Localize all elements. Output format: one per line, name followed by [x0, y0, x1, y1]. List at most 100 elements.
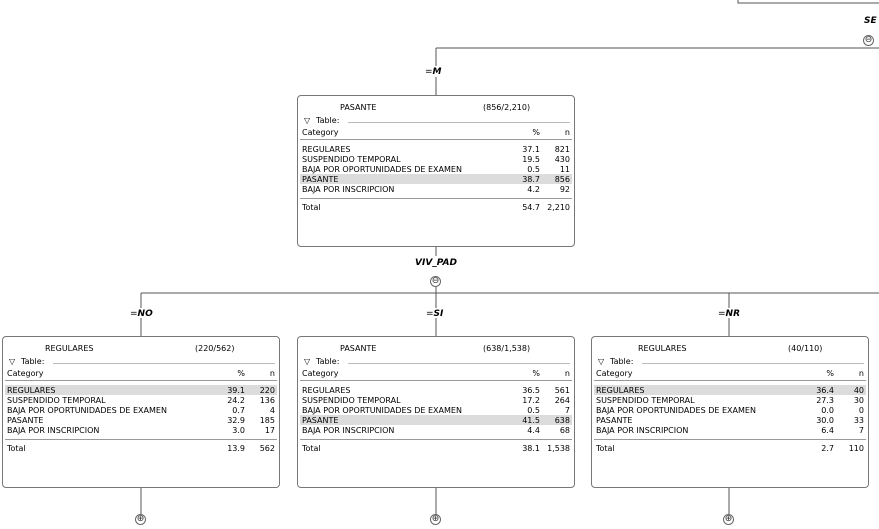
row-n: 92 [559, 185, 570, 194]
col-n: n [858, 369, 864, 378]
row-category: PASANTE [302, 416, 339, 425]
total-label: Total [596, 444, 615, 453]
collapse-split-icon[interactable]: ⊖ [430, 276, 441, 287]
branch-label-m: =M [425, 67, 442, 77]
row-pct: 36.4 [816, 386, 834, 395]
split-variable-label: VIV_PAD [415, 258, 457, 268]
root-frame-edge [737, 0, 879, 4]
collapse-triangle-icon[interactable]: ▽ [9, 357, 16, 366]
table-section-header[interactable]: ▽ Table: [302, 116, 572, 127]
divider [5, 435, 277, 440]
divider [300, 435, 572, 440]
expand-node-nr-icon[interactable]: ⊕ [723, 514, 734, 525]
table-row: SUSPENDIDO TEMPORAL 17.2 264 [300, 395, 572, 405]
row-pct: 39.1 [227, 386, 245, 395]
table-row: BAJA POR INSCRIPCION 6.4 7 [594, 425, 866, 435]
expand-node-no-icon[interactable]: ⊕ [135, 514, 146, 525]
row-pct: 4.4 [527, 426, 540, 435]
branch-label-si: =SI [426, 309, 443, 319]
collapse-triangle-icon[interactable]: ▽ [598, 357, 605, 366]
table-row-highlighted: REGULARES 36.4 40 [594, 385, 866, 395]
total-pct: 38.1 [522, 444, 540, 453]
table-label: Table: [610, 357, 634, 366]
branch-eq: = [425, 67, 433, 77]
node-header: REGULARES (220/562) [3, 337, 279, 357]
collapse-triangle-icon[interactable]: ▽ [304, 116, 311, 125]
row-category: BAJA POR OPORTUNIDADES DE EXAMEN [7, 406, 167, 415]
branch-eq: = [130, 309, 138, 319]
table-section-header[interactable]: ▽ Table: [596, 357, 866, 368]
divider [642, 363, 864, 364]
tree-node-si[interactable]: PASANTE (638/1,538) ▽ Table: Category % … [297, 336, 575, 488]
col-n: n [564, 128, 570, 137]
expand-node-si-icon[interactable]: ⊕ [430, 514, 441, 525]
col-pct: % [532, 369, 540, 378]
row-n: 136 [259, 396, 275, 405]
col-pct: % [826, 369, 834, 378]
table-row: REGULARES 36.5 561 [300, 385, 572, 395]
row-category: REGULARES [302, 386, 351, 395]
table-row-highlighted: PASANTE 41.5 638 [300, 415, 572, 425]
total-n: 1,538 [547, 444, 570, 453]
total-n: 110 [848, 444, 864, 453]
tree-node-nr[interactable]: REGULARES (40/110) ▽ Table: Category % n… [591, 336, 869, 488]
table-row: BAJA POR OPORTUNIDADES DE EXAMEN 0.5 7 [300, 405, 572, 415]
divider [348, 363, 570, 364]
table-total-row: Total 2.7 110 [594, 443, 866, 455]
node-class: REGULARES [45, 344, 94, 353]
table-label: Table: [316, 357, 340, 366]
col-pct: % [532, 128, 540, 137]
col-n: n [269, 369, 275, 378]
collapse-root-icon[interactable]: ⊖ [863, 35, 874, 46]
row-n: 561 [554, 386, 570, 395]
row-category: BAJA POR OPORTUNIDADES DE EXAMEN [302, 406, 462, 415]
col-category: Category [596, 369, 633, 378]
row-category: PASANTE [7, 416, 44, 425]
row-n: 185 [259, 416, 275, 425]
table-header-row: Category % n [594, 368, 866, 381]
table-section-header[interactable]: ▽ Table: [7, 357, 277, 368]
row-category: REGULARES [7, 386, 56, 395]
row-pct: 36.5 [522, 386, 540, 395]
total-pct: 54.7 [522, 203, 540, 212]
row-n: 7 [564, 406, 570, 415]
table-row-highlighted: REGULARES 39.1 220 [5, 385, 277, 395]
row-category: PASANTE [596, 416, 633, 425]
branch-eq: = [426, 309, 434, 319]
table-row: BAJA POR OPORTUNIDADES DE EXAMEN 0.7 4 [5, 405, 277, 415]
row-pct: 27.3 [816, 396, 834, 405]
row-pct: 0.0 [821, 406, 834, 415]
row-pct: 6.4 [821, 426, 834, 435]
table-label: Table: [316, 116, 340, 125]
col-n: n [564, 369, 570, 378]
row-category: SUSPENDIDO TEMPORAL [596, 396, 695, 405]
table-row: BAJA POR INSCRIPCION 4.4 68 [300, 425, 572, 435]
total-label: Total [302, 444, 321, 453]
row-category: SUSPENDIDO TEMPORAL [7, 396, 106, 405]
row-n: 821 [554, 145, 570, 154]
root-split-label: SE [864, 16, 877, 26]
node-count: (638/1,538) [483, 344, 531, 353]
table-section-header[interactable]: ▽ Table: [302, 357, 572, 368]
table-total-row: Total 13.9 562 [5, 443, 277, 455]
total-pct: 13.9 [227, 444, 245, 453]
branch-value: SI [433, 309, 444, 319]
node-count: (856/2,210) [483, 103, 531, 112]
table-header-row: Category % n [300, 127, 572, 140]
row-pct: 37.1 [522, 145, 540, 154]
row-pct: 4.2 [527, 185, 540, 194]
row-pct: 0.7 [232, 406, 245, 415]
col-category: Category [7, 369, 44, 378]
tree-node-no[interactable]: REGULARES (220/562) ▽ Table: Category % … [2, 336, 280, 488]
table-header-row: Category % n [5, 368, 277, 381]
row-pct: 3.0 [232, 426, 245, 435]
row-category: PASANTE [302, 175, 339, 184]
tree-node-top[interactable]: PASANTE (856/2,210) ▽ Table: Category % … [297, 95, 575, 247]
collapse-triangle-icon[interactable]: ▽ [304, 357, 311, 366]
